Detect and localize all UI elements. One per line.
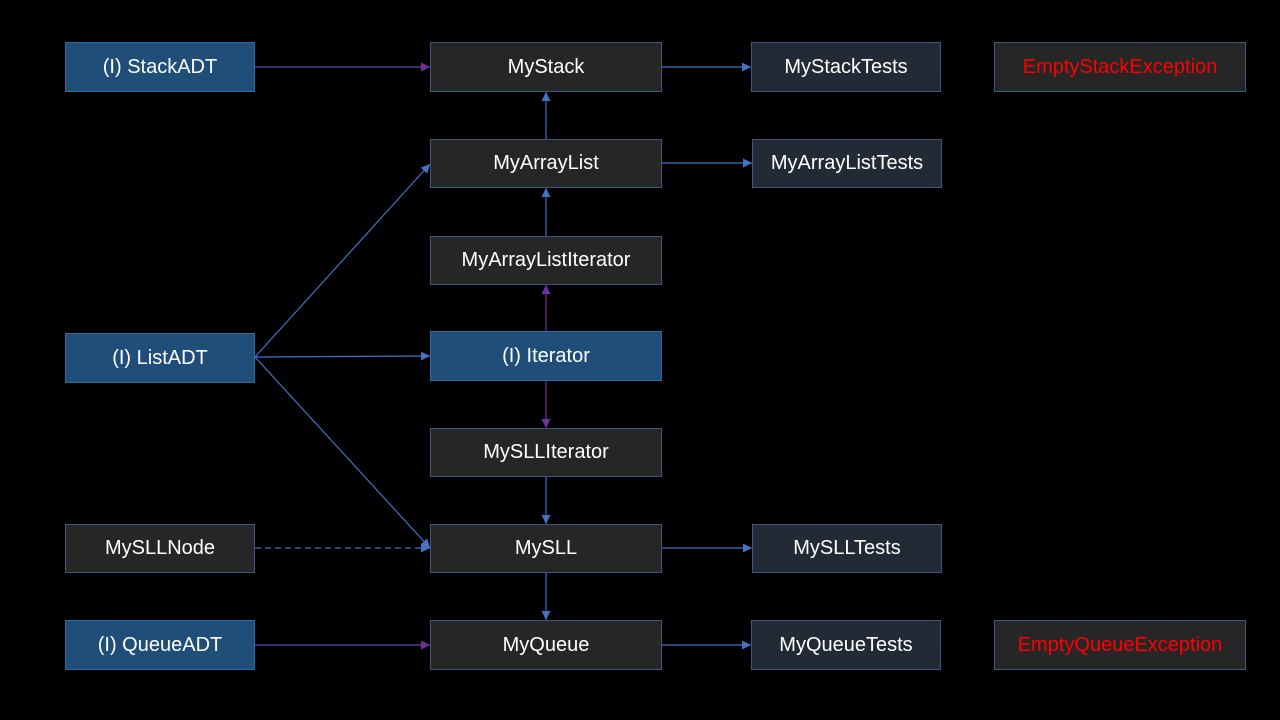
node-my-sll-iterator: MySLLIterator: [430, 428, 662, 477]
node-my-sll-tests: MySLLTests: [752, 524, 942, 573]
node-stack-adt: (I) StackADT: [65, 42, 255, 92]
node-empty-stack-exception: EmptyStackException: [994, 42, 1246, 92]
edge-listadt-arraylist: [254, 163, 431, 358]
node-queue-adt: (I) QueueADT: [65, 620, 255, 670]
node-iterator: (I) Iterator: [430, 331, 662, 381]
node-my-array-list-iterator: MyArrayListIterator: [430, 236, 662, 285]
node-my-queue-tests: MyQueueTests: [751, 620, 941, 670]
node-my-sll: MySLL: [430, 524, 662, 573]
node-my-sll-node: MySLLNode: [65, 524, 255, 573]
edge-listadt-iterator: [254, 351, 431, 361]
node-my-array-list-tests: MyArrayListTests: [752, 139, 942, 188]
node-list-adt: (I) ListADT: [65, 333, 255, 383]
edge-listadt-mysll: [254, 356, 431, 549]
node-empty-queue-exception: EmptyQueueException: [994, 620, 1246, 670]
node-my-stack: MyStack: [430, 42, 662, 92]
node-my-array-list: MyArrayList: [430, 139, 662, 188]
node-my-queue: MyQueue: [430, 620, 662, 670]
node-my-stack-tests: MyStackTests: [751, 42, 941, 92]
